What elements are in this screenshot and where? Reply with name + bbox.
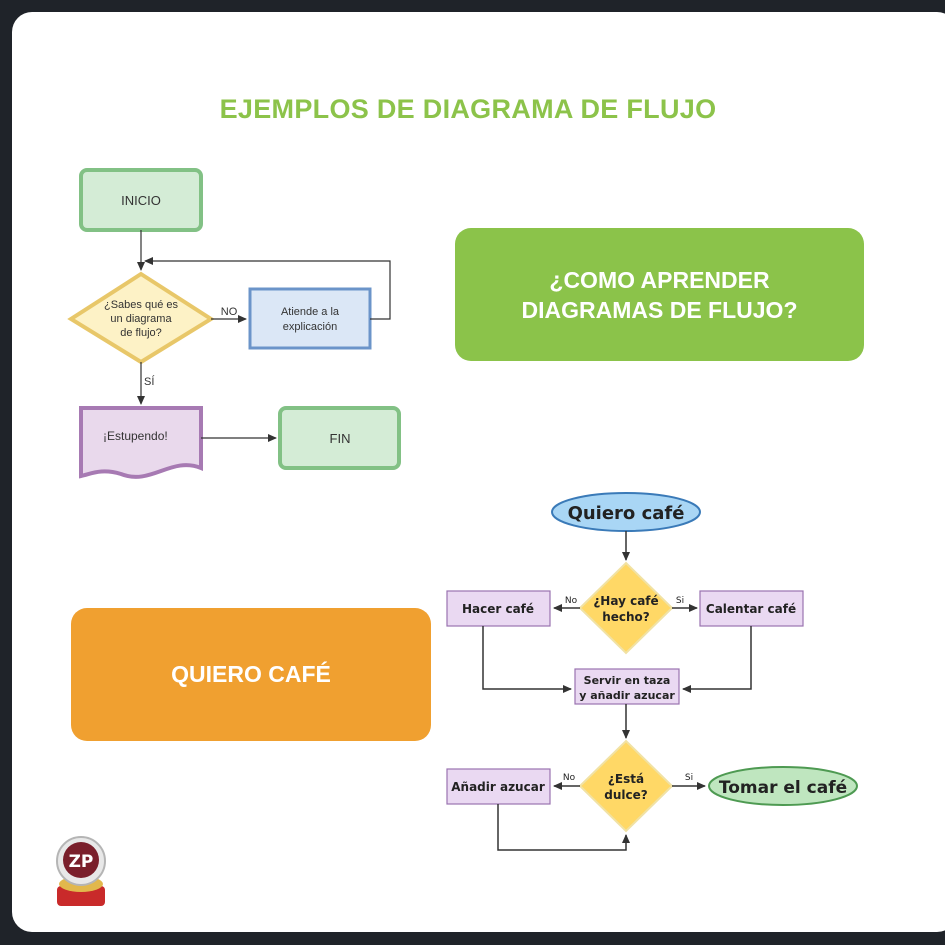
start-label: INICIO [121,193,161,208]
make-coffee-process [446,590,551,627]
coffee-end-label: Tomar el café [719,778,847,798]
connector-heat-serve [682,626,752,693]
want-coffee-callout: QUIERO CAFÉ [71,608,431,741]
coffee-end-terminal [708,766,858,806]
coffee-q2-line1: ¿Está [608,772,644,786]
add-sugar-label: Añadir azucar [451,780,545,794]
heat-coffee-label: Calentar café [706,602,796,616]
want-coffee-text: QUIERO CAFÉ [171,661,331,687]
connector-make-serve [482,626,572,693]
coffee-start-label: Quiero café [568,503,685,524]
add-sugar-process [446,768,551,805]
coffee-q2-decision [578,739,674,833]
make-coffee-label: Hacer café [462,602,534,616]
coffee-q2-no: No [563,773,576,783]
connector-loop-back [144,257,391,320]
serve-line2: y añadir azucar [579,689,675,702]
logo-base [57,886,105,906]
result-document [79,406,203,479]
brand-logo: ZP [56,836,106,906]
serve-process [574,668,680,705]
end-terminal [278,406,401,470]
question-line3: de flujo? [120,327,162,339]
flowchart-coffee: Quiero café ¿Hay café hecho? No Si Hacer… [446,492,858,851]
action-line1: Atiende a la [281,306,340,318]
serve-line1: Servir en taza [584,674,671,687]
coffee-q1-yes: Si [676,596,684,606]
learn-flowcharts-callout: ¿COMO APRENDER DIAGRAMAS DE FLUJO? [455,228,864,361]
action-process [248,287,372,350]
yes-label: SÍ [144,375,155,388]
logo-badge [63,842,99,878]
learn-flowcharts-text: ¿COMO APRENDER DIAGRAMAS DE FLUJO? [521,266,798,323]
connector-sugar-loop [497,804,630,851]
coffee-q1-line1: ¿Hay café [593,594,658,608]
coffee-q1-decision [578,561,674,655]
question-line2: un diagrama [110,313,172,325]
logo-text: ZP [69,852,94,872]
coffee-q2-yes: Si [685,773,693,783]
heat-coffee-process [699,590,804,627]
page-title: EJEMPLOS DE DIAGRAMA DE FLUJO [219,94,717,124]
action-line2: explicación [283,321,337,333]
no-label: NO [221,306,238,318]
coffee-q1-line2: hecho? [602,610,650,624]
end-label: FIN [330,431,351,446]
coffee-q2-line2: dulce? [604,788,647,802]
result-label: ¡Estupendo! [103,429,168,443]
flowchart-learn: INICIO ¿Sabes qué es un diagrama de fluj… [67,168,401,479]
coffee-q1-no: No [565,596,578,606]
question-line1: ¿Sabes qué es [104,299,178,311]
